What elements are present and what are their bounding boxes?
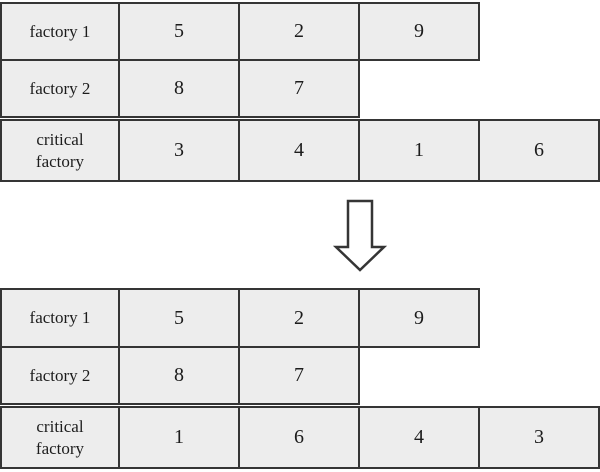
task-cell: 8 [118,346,240,405]
task-cell: 1 [358,119,480,182]
task-cell: 7 [238,346,360,405]
task-cell: 8 [118,59,240,118]
down-arrow-icon [330,199,390,273]
task-cell: 1 [118,406,240,469]
task-cell: 2 [238,288,360,348]
task-cell: 6 [238,406,360,469]
task-cell: 7 [238,59,360,118]
task-cell: 4 [358,406,480,469]
table-before: factory 1 5 2 9 factory 2 8 7 critical f… [0,2,600,182]
row-label-critical-factory: critical factory [0,406,120,469]
task-cell: 9 [358,2,480,61]
table-row-factory2: factory 2 8 7 [0,59,600,118]
task-cell: 6 [478,119,600,182]
row-label-factory1: factory 1 [0,2,120,61]
row-label-critical-factory: critical factory [0,119,120,182]
table-after: factory 1 5 2 9 factory 2 8 7 critical f… [0,288,600,469]
table-row-factory1: factory 1 5 2 9 [0,2,600,61]
table-row-factory1: factory 1 5 2 9 [0,288,600,348]
table-row-factory2: factory 2 8 7 [0,346,600,405]
row-label-factory2: factory 2 [0,59,120,118]
task-cell: 3 [478,406,600,469]
table-row-critical-factory: critical factory 3 4 1 6 [0,119,600,182]
table-row-critical-factory: critical factory 1 6 4 3 [0,406,600,469]
row-label-factory1: factory 1 [0,288,120,348]
task-cell: 5 [118,288,240,348]
row-label-factory2: factory 2 [0,346,120,405]
task-cell: 5 [118,2,240,61]
task-cell: 4 [238,119,360,182]
task-cell: 3 [118,119,240,182]
task-cell: 2 [238,2,360,61]
task-cell: 9 [358,288,480,348]
